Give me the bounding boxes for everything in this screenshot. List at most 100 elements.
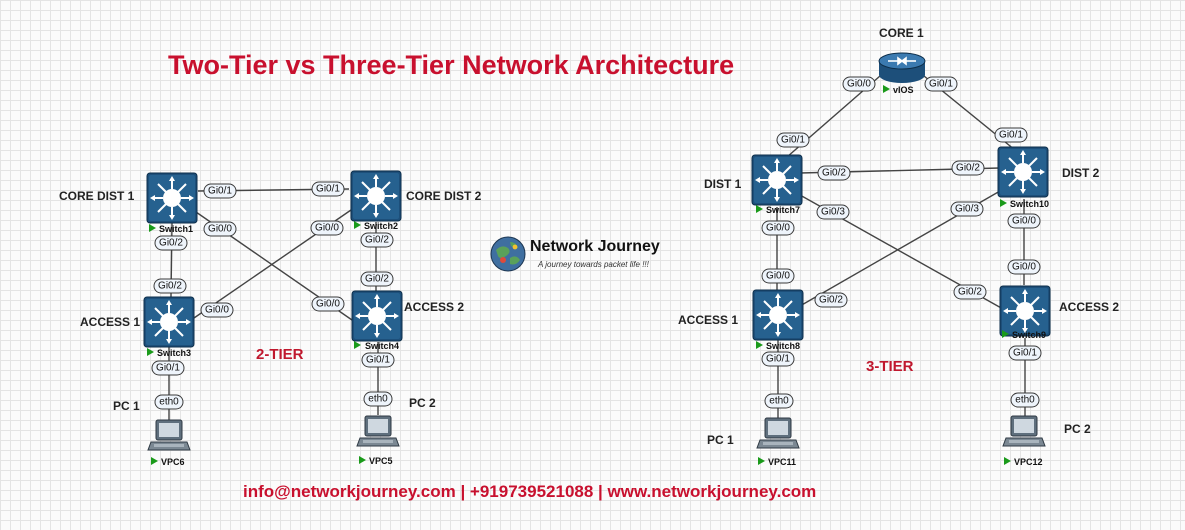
access-1-switch[interactable]: Switch3 ACCESS 1	[80, 296, 195, 358]
svg-text:Gi0/1: Gi0/1	[156, 363, 180, 374]
svg-text:Gi0/0: Gi0/0	[847, 79, 871, 90]
device-label: PC 2	[1064, 422, 1091, 436]
svg-text:Gi0/2: Gi0/2	[956, 163, 980, 174]
interface-label: Gi0/1	[1008, 345, 1042, 361]
brand-logo-block: Network Journey A journey towards packet…	[490, 236, 690, 276]
svg-text:Gi0/1: Gi0/1	[781, 135, 805, 146]
tier-label-two: 2-TIER	[256, 346, 304, 363]
device-label: ACCESS 1	[80, 315, 140, 329]
svg-text:Gi0/2: Gi0/2	[158, 281, 182, 292]
device-label: ACCESS 2	[404, 300, 464, 314]
interface-label: Gi0/1	[151, 360, 185, 376]
status-running-icon	[758, 457, 765, 465]
interface-label: Gi0/1	[361, 352, 395, 368]
svg-text:eth0: eth0	[1015, 395, 1035, 406]
access-2-switch-3t[interactable]: Switch9 ACCESS 2	[999, 285, 1119, 340]
svg-text:Gi0/0: Gi0/0	[766, 271, 790, 282]
access-2-switch[interactable]: Switch4 ACCESS 2	[351, 290, 464, 351]
brand-name: Network Journey	[530, 238, 660, 255]
svg-text:eth0: eth0	[368, 394, 388, 405]
core-dist-1-switch[interactable]: Switch1 CORE DIST 1	[59, 172, 198, 234]
device-label: PC 1	[707, 433, 734, 447]
status-running-icon	[756, 341, 763, 349]
svg-text:eth0: eth0	[769, 396, 789, 407]
svg-text:Gi0/0: Gi0/0	[205, 305, 229, 316]
interface-label: Gi0/2	[154, 235, 188, 251]
device-name: Switch9	[1012, 330, 1046, 340]
links-two-tier	[168, 188, 379, 420]
interface-label: eth0	[363, 391, 393, 407]
svg-text:Gi0/2: Gi0/2	[365, 235, 389, 246]
svg-text:Gi0/3: Gi0/3	[821, 207, 845, 218]
interface-label: Gi0/1	[994, 127, 1028, 143]
interface-label: Gi0/0	[842, 76, 876, 92]
pc-2-vpc[interactable]: VPC5 PC 2	[356, 396, 436, 466]
status-running-icon	[359, 456, 366, 464]
interface-label: Gi0/1	[761, 351, 795, 367]
interface-label: Gi0/1	[203, 183, 237, 199]
svg-text:Gi0/0: Gi0/0	[208, 224, 232, 235]
core-1-router[interactable]: vIOS CORE 1	[878, 26, 926, 95]
device-name: Switch3	[157, 348, 191, 358]
device-label: ACCESS 1	[678, 313, 738, 327]
device-label: DIST 2	[1062, 166, 1100, 180]
status-running-icon	[354, 341, 361, 349]
svg-text:Gi0/1: Gi0/1	[766, 354, 790, 365]
interface-label: Gi0/1	[776, 132, 810, 148]
svg-text:Gi0/0: Gi0/0	[766, 223, 790, 234]
interface-label: Gi0/2	[360, 271, 394, 287]
device-label: ACCESS 2	[1059, 300, 1119, 314]
interface-label: Gi0/3	[950, 201, 984, 217]
contact-footer[interactable]: info@networkjourney.com | +919739521088 …	[243, 482, 817, 501]
svg-text:Gi0/2: Gi0/2	[159, 238, 183, 249]
dist-1-switch[interactable]: Switch7 DIST 1	[704, 154, 803, 215]
interface-label: Gi0/0	[310, 220, 344, 236]
svg-text:Gi0/1: Gi0/1	[366, 355, 390, 366]
svg-text:Gi0/2: Gi0/2	[365, 274, 389, 285]
device-name: VPC5	[369, 456, 393, 466]
device-label: PC 1	[113, 399, 140, 413]
device-label: DIST 1	[704, 177, 742, 191]
status-running-icon	[1004, 457, 1011, 465]
status-running-icon	[756, 205, 763, 213]
brand-tagline: A journey towards packet life !!!	[538, 260, 649, 269]
interface-labels-three-tier: Gi0/0 Gi0/1 Gi0/1 Gi0/1 Gi0/2 Gi0/2 Gi0/…	[761, 76, 1042, 409]
device-name: VPC11	[768, 457, 796, 467]
svg-text:Gi0/0: Gi0/0	[1012, 262, 1036, 273]
interface-label: Gi0/0	[761, 220, 795, 236]
interface-label: Gi0/2	[951, 160, 985, 176]
core-dist-2-switch[interactable]: Switch2 CORE DIST 2	[350, 170, 482, 231]
dist-2-switch[interactable]: Switch10 DIST 2	[997, 146, 1100, 209]
status-running-icon	[151, 457, 158, 465]
status-running-icon	[1000, 199, 1007, 207]
device-name: Switch8	[766, 341, 800, 351]
interface-label: eth0	[1010, 392, 1040, 408]
interface-label: Gi0/2	[360, 232, 394, 248]
svg-text:Gi0/1: Gi0/1	[208, 186, 232, 197]
pc-1-vpc[interactable]: VPC6 PC 1	[113, 399, 191, 467]
interface-label: Gi0/1	[311, 181, 345, 197]
svg-text:Gi0/2: Gi0/2	[819, 295, 843, 306]
device-label: CORE DIST 2	[406, 189, 482, 203]
pc-2-vpc-3t[interactable]: VPC12 PC 2	[1002, 415, 1091, 467]
device-name: Switch4	[365, 341, 399, 351]
device-name: Switch10	[1010, 199, 1049, 209]
interface-label: Gi0/2	[153, 278, 187, 294]
pc-1-vpc-3t[interactable]: VPC11 PC 1	[707, 417, 800, 467]
status-running-icon	[147, 348, 154, 356]
svg-text:Gi0/1: Gi0/1	[316, 184, 340, 195]
interface-label: Gi0/3	[816, 204, 850, 220]
svg-text:Gi0/1: Gi0/1	[929, 79, 953, 90]
device-name: Switch2	[364, 221, 398, 231]
interface-label: Gi0/0	[203, 221, 237, 237]
interface-labels-two-tier: Gi0/1 Gi0/1 Gi0/0 Gi0/0 Gi0/2 Gi0/2 Gi0/…	[151, 181, 395, 410]
interface-label: Gi0/2	[814, 292, 848, 308]
interface-label: eth0	[764, 393, 794, 409]
status-running-icon	[1002, 330, 1009, 338]
svg-text:Gi0/0: Gi0/0	[315, 223, 339, 234]
access-1-switch-3t[interactable]: Switch8 ACCESS 1	[678, 289, 804, 351]
device-name: Switch1	[159, 224, 193, 234]
svg-text:eth0: eth0	[159, 397, 179, 408]
